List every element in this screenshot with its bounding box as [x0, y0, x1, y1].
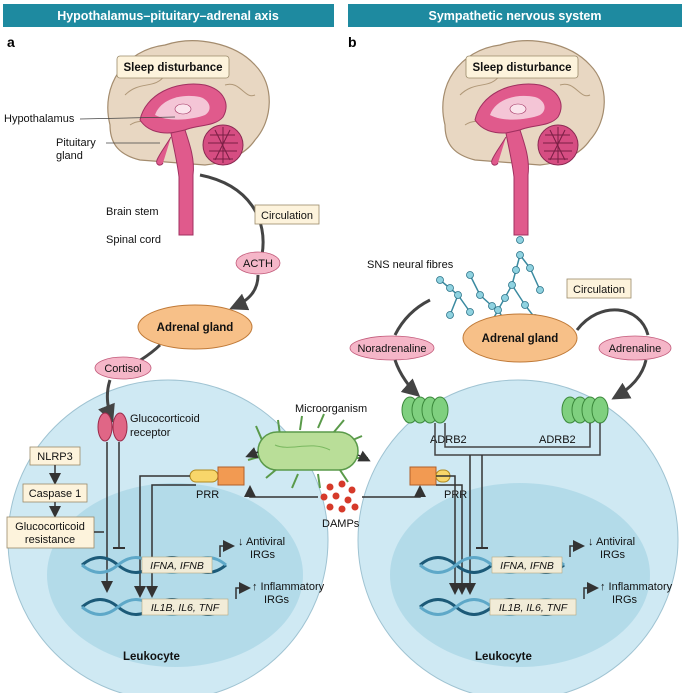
gr-label-1: Glucocorticoid: [130, 413, 200, 425]
gc-resistance-box: [6, 516, 95, 549]
panel-label-a: a: [7, 34, 15, 50]
caspase-label: Caspase 1: [29, 488, 82, 500]
adrb2-right-image: [561, 396, 609, 424]
spinal-cord-label: Spinal cord: [106, 234, 161, 246]
circulation-right: Circulation: [573, 284, 625, 296]
adrenal-left-label: Adrenal gland: [157, 322, 234, 334]
antiviral-left-1: ↓ Antiviral: [238, 536, 285, 548]
nucleus-right: [390, 483, 650, 667]
sns-to-noradrenaline: [393, 298, 431, 336]
inflam-left-1: ↑ Inflammatory: [252, 581, 325, 593]
gc-resistance-2: resistance: [25, 534, 75, 546]
gene-right-2: IL1B, IL6, TNF: [499, 602, 568, 614]
sleep-box-right: [465, 55, 579, 79]
circulation-left: Circulation: [261, 210, 313, 222]
adrenaline-pill: [598, 335, 672, 361]
tx-arrow-right-1: [569, 540, 585, 557]
cortisol-label: Cortisol: [104, 363, 141, 375]
microorganism-label: Microorganism: [295, 403, 367, 415]
leukocyte-left-label: Leukocyte: [123, 651, 180, 663]
circulation-box-left: [254, 204, 320, 225]
brain-stem-label: Brain stem: [106, 206, 159, 218]
acth-label: ACTH: [243, 258, 273, 270]
acth-pill: [235, 251, 281, 275]
hpa-path-acth-adrenal: [229, 274, 260, 311]
prr-right-arrow-inner: [436, 484, 468, 595]
sns-label: SNS neural fibres: [367, 259, 454, 271]
prr-left-receptor: [217, 466, 245, 486]
adrb2-left-image: [401, 396, 449, 424]
antiviral-right-2: IRGs: [600, 549, 626, 561]
hpa-path-cortisol-gr: [98, 379, 115, 423]
gc-resistance-1: Glucocorticoid: [15, 521, 85, 533]
damps-to-prr-right: [362, 485, 426, 498]
hypothalamus-label: Hypothalamus: [4, 113, 75, 125]
noradrenaline-to-adrb2: [393, 359, 421, 397]
inflam-right-2: IRGs: [612, 594, 638, 606]
gr-left-lobe: [97, 412, 113, 442]
header-right-bar: [348, 4, 682, 27]
inflam-left-2: IRGs: [264, 594, 290, 606]
gene-left-1: IFNA, IFNB: [150, 560, 204, 572]
micro-to-prr-left: [245, 447, 259, 459]
panel-label-b: b: [348, 34, 357, 50]
header-left: Hypothalamus–pituitary–adrenal axis: [57, 9, 279, 23]
micro-to-prr-right: [357, 450, 371, 462]
sleep-left: Sleep disturbance: [123, 62, 222, 74]
prr-left-ligand: [189, 469, 219, 483]
prr-right-receptor: [409, 466, 437, 486]
adrb2-left-label: ADRB2: [430, 434, 467, 446]
pituitary-label-1: Pituitary: [56, 137, 96, 149]
gene-box-left-2: [141, 598, 229, 616]
noradrenaline-label: Noradrenaline: [357, 343, 426, 355]
gr-right-lobe: [112, 412, 128, 442]
adrb2-right-label: ADRB2: [539, 434, 576, 446]
gene-box-right-1: [491, 556, 563, 574]
prr-right-arrow-outer: [436, 475, 461, 595]
gr-label-2: receptor: [130, 427, 171, 439]
circulation-box-right: [566, 278, 632, 299]
header-right: Sympathetic nervous system: [429, 9, 602, 23]
cortisol-pill: [94, 356, 152, 380]
tx-arrow-right-2: [583, 582, 599, 599]
noradrenaline-pill: [349, 335, 435, 361]
damps-to-prr-left: [244, 485, 318, 498]
nlrp3-label: NLRP3: [37, 451, 72, 463]
sleep-box-left: [116, 55, 230, 79]
leukocyte-right-label: Leukocyte: [475, 651, 532, 663]
pituitary-label-2: gland: [56, 150, 83, 162]
antiviral-right-1: ↓ Antiviral: [588, 536, 635, 548]
tx-arrow-left-2: [235, 582, 251, 599]
adrenal-right-label: Adrenal gland: [482, 333, 559, 345]
adrb2-bracket-inner: [444, 423, 591, 448]
gene-box-left-1: [141, 556, 213, 574]
prr-left-arrow-outer: [134, 475, 190, 598]
tx-arrow-left-1: [219, 540, 235, 557]
adrenaline-label: Adrenaline: [609, 343, 662, 355]
damps-dots: [320, 480, 359, 513]
adrenal-left: [137, 304, 253, 350]
header-left-bar: [3, 4, 334, 27]
antiviral-left-2: IRGs: [250, 549, 276, 561]
gene-left-2: IL1B, IL6, TNF: [151, 602, 220, 614]
hpa-path-upper: [199, 173, 265, 256]
sleep-right: Sleep disturbance: [472, 62, 571, 74]
adrenal-to-adrenaline: [575, 308, 650, 336]
gene-box-right-2: [489, 598, 577, 616]
nucleus-left: [47, 483, 303, 667]
adrenaline-to-adrb2: [611, 359, 648, 400]
adrenal-right: [462, 313, 578, 363]
damps-label: DAMPs: [322, 518, 360, 530]
gene-right-1: IFNA, IFNB: [500, 560, 554, 572]
inflam-right-1: ↑ Inflammatory: [600, 581, 673, 593]
adrb2-bracket-outer: [434, 423, 601, 456]
prr-left-label: PRR: [196, 489, 219, 501]
